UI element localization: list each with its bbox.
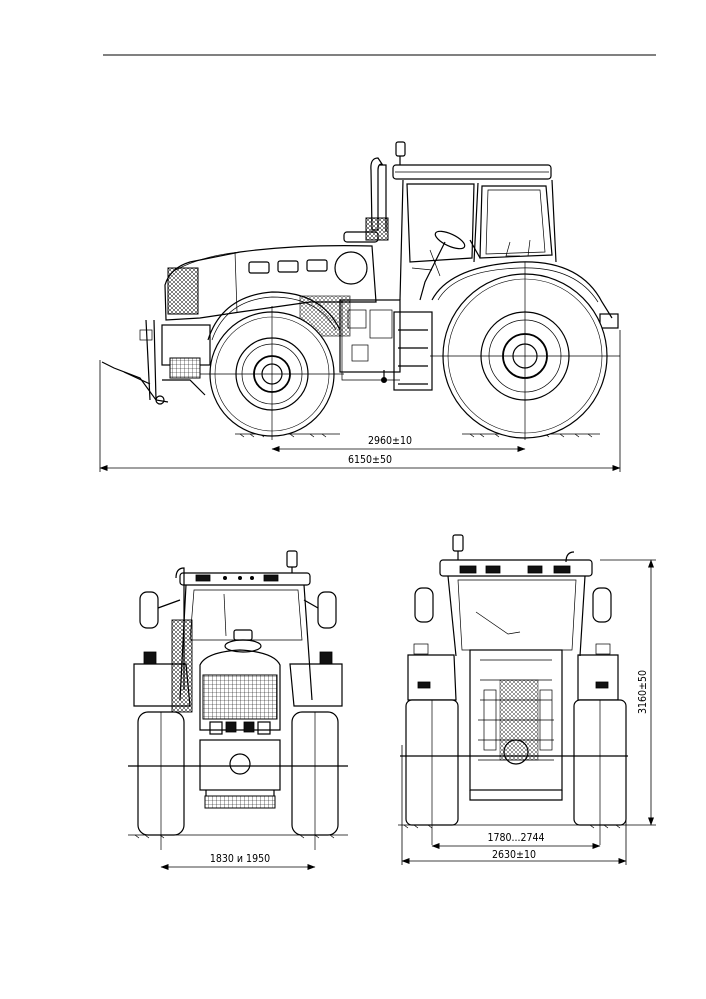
beacon xyxy=(452,534,464,552)
hood-vent xyxy=(306,259,328,272)
hood-vent xyxy=(248,261,270,274)
beacon xyxy=(395,141,406,157)
rear-light xyxy=(599,313,619,329)
front-track-label: 1830 и 1950 xyxy=(210,853,270,865)
rear-hitch xyxy=(469,649,563,801)
front-grille xyxy=(167,267,199,315)
rear-fender xyxy=(431,261,613,319)
mirror-left xyxy=(414,587,434,623)
beacon xyxy=(286,550,298,568)
front-view: 1830 и 1950 xyxy=(128,550,348,870)
mirror-right xyxy=(317,591,337,629)
cab xyxy=(392,141,557,301)
overall-height-dimension: 3160±50 xyxy=(600,559,656,826)
hood-front xyxy=(199,649,281,731)
mirror-right xyxy=(592,587,612,623)
front-track-dimension: 1830 и 1950 xyxy=(160,853,316,870)
side-view: 2960±10 6150±50 xyxy=(99,141,621,472)
cab-steps xyxy=(393,311,433,391)
steering-wheel xyxy=(434,230,466,250)
mirror-left xyxy=(139,591,159,629)
overall-width-dimension: 2630±10 xyxy=(401,745,627,865)
rear-track-label: 1780...2744 xyxy=(487,832,544,844)
overall-length-label: 6150±50 xyxy=(348,454,392,466)
wheelbase-dimension: 2960±10 xyxy=(271,435,526,452)
engine-block xyxy=(299,295,401,383)
overall-length-dimension: 6150±50 xyxy=(99,330,621,472)
overall-height-label: 3160±50 xyxy=(637,670,649,714)
overall-width-label: 2630±10 xyxy=(492,849,536,861)
front-hitch xyxy=(101,319,211,405)
rear-view: 1780...2744 2630±10 3160±50 xyxy=(398,534,656,865)
hood-vent xyxy=(277,260,299,273)
rear-track-dimension: 1780...2744 xyxy=(431,832,601,849)
rear-wheel xyxy=(430,262,620,440)
front-grille xyxy=(202,674,278,720)
wheelbase-label: 2960±10 xyxy=(368,435,412,447)
